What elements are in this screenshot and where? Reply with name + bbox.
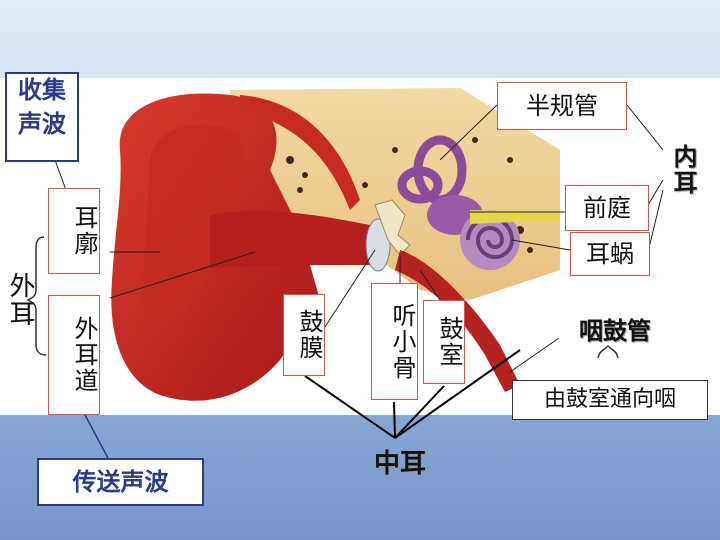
nerve-shape [470,210,560,224]
pinna-inner [141,124,244,329]
tympanic-cavity-label: 鼓室 [423,300,465,384]
eustachian-tube-shape [395,250,520,392]
ossicles-shape [374,199,411,256]
collect-sound-label: 收集声波 [5,72,79,162]
eardrum-label: 鼓膜 [283,294,325,376]
middle-ear-label: 中耳 [373,449,426,479]
skin-strip [240,95,360,210]
ossicles-label: 听小骨 [371,283,418,400]
pinna-label: 耳廓 [48,188,100,274]
top-band [0,0,720,78]
cochlea-label: 耳蜗 [570,232,650,276]
vestibule-label: 前庭 [565,185,649,231]
middle-ear-arrows [304,349,521,439]
eustachian-tube-label: 咽鼓管 [579,317,651,345]
transmit-sound-label: 传送声波 [37,458,204,506]
eardrum-shape [365,218,391,272]
transmit-pointer [83,412,111,463]
outer-ear-brace [26,236,47,356]
eustachian-brace [597,344,619,359]
ear-canal-label: 外耳道 [48,295,100,415]
pointer-lines [54,104,664,373]
eustachian-desc-label: 由鼓室通向咽 [512,380,708,420]
semicircular-canals-label: 半规管 [497,82,627,130]
inner-ear-label: 内耳 [669,144,697,196]
outer-ear-label: 外耳 [5,272,35,328]
